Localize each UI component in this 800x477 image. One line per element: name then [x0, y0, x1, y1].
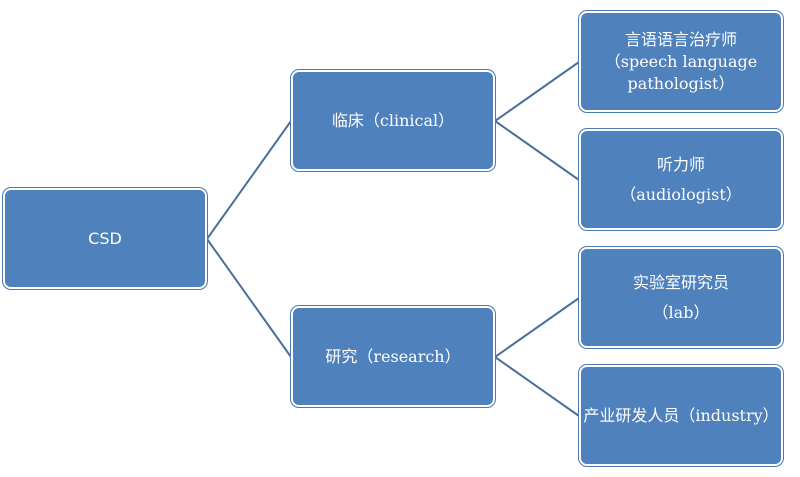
node-industry-line-1: 产业研发人员（industry）: [583, 405, 779, 425]
node-lab-line-1: 实验室研究员: [632, 272, 729, 292]
node-lab-line-2: （lab）: [652, 302, 710, 322]
connector-csd-research: [206, 238, 292, 358]
node-clinical-label: 临床（clinical）: [331, 110, 455, 130]
connector-csd-clinical: [206, 120, 292, 240]
node-slp-line-2: （speech language: [604, 51, 758, 71]
node-research-label: 研究（research）: [325, 346, 461, 366]
node-audiologist: 听力师 （audiologist）: [579, 129, 783, 230]
node-research: 研究（research）: [291, 306, 495, 407]
node-csd-label: CSD: [88, 228, 122, 248]
connector-research-lab: [494, 297, 580, 358]
node-industry-researcher: 产业研发人员（industry）: [579, 365, 783, 466]
node-csd: CSD: [3, 188, 207, 289]
connector-research-industry: [494, 356, 580, 417]
node-slp-line-1: 言语语言治疗师: [624, 29, 737, 49]
node-clinical: 临床（clinical）: [291, 70, 495, 171]
node-audiologist-line-2: （audiologist）: [620, 184, 742, 204]
node-speech-language-pathologist: 言语语言治疗师 （speech language pathologist）: [579, 11, 783, 112]
node-slp-line-3: pathologist）: [627, 73, 735, 93]
connector-clinical-slp: [494, 61, 580, 122]
connector-clinical-audiologist: [494, 120, 580, 181]
node-audiologist-line-1: 听力师: [656, 154, 705, 174]
node-lab-researcher: 实验室研究员 （lab）: [579, 247, 783, 348]
